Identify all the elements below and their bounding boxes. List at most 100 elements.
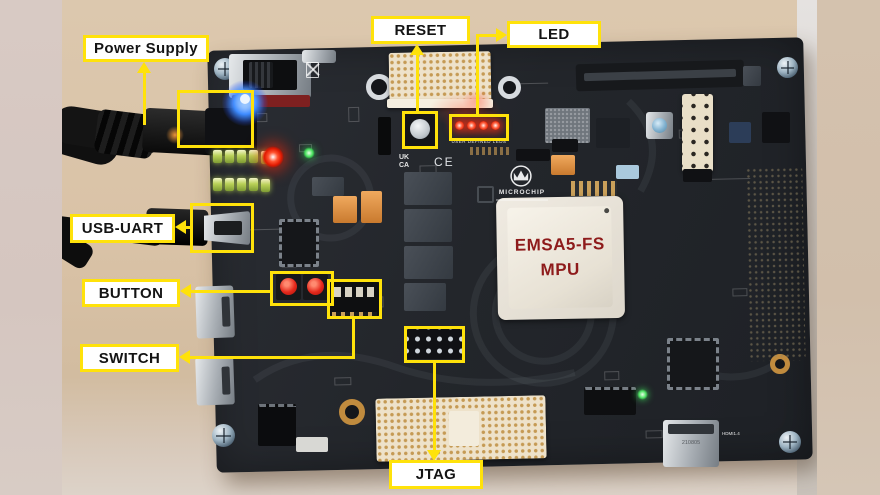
jumper-header <box>516 149 550 161</box>
mpu-chip: EMSA5-FS MPU <box>495 195 626 321</box>
ukca-top: UK <box>399 154 410 161</box>
status-led <box>237 178 246 191</box>
tantalum-capacitor <box>361 191 382 223</box>
user-defined-leds-caption: USER DEFINED LEDS <box>451 139 507 144</box>
callout-jtag: JTAG <box>389 460 483 489</box>
microchip-logo-icon <box>510 165 532 187</box>
status-led <box>225 150 234 163</box>
qfp-chip-bottom-right <box>667 338 719 390</box>
led-highlight-box <box>449 114 509 141</box>
fmc-connector <box>745 166 806 362</box>
led-arrowhead <box>496 28 507 42</box>
jtag-leader-line <box>433 363 436 453</box>
hdmi-connector-left-top <box>195 285 235 339</box>
screw-bottom-left <box>212 424 235 447</box>
hdmi-connector-left-bottom <box>195 356 235 406</box>
reset-leader-line <box>416 52 419 112</box>
device-reset-button <box>646 112 673 139</box>
dip-toggle <box>334 287 341 297</box>
reset-button-cap <box>410 119 430 139</box>
status-led <box>261 179 270 192</box>
qfn-chip <box>477 186 494 203</box>
ddr-memory-chip <box>404 246 453 279</box>
mount-hole-bottom-gold <box>339 399 365 425</box>
jtag-arrowhead <box>427 450 441 461</box>
small-chip <box>743 66 761 86</box>
jtag-highlight-box <box>404 326 465 363</box>
ddr-memory-chip <box>404 283 446 311</box>
status-led <box>213 150 222 163</box>
bga-chip-textured <box>545 108 590 143</box>
usb-uart-leader-line <box>185 226 192 229</box>
chip-bottom-left <box>258 404 296 446</box>
usb-uart-arrowhead <box>175 220 186 234</box>
reset-arrowhead <box>410 44 424 55</box>
small-chip <box>762 112 790 143</box>
microchip-logo-text: MICROCHIP <box>498 189 546 196</box>
button-leader-line <box>190 290 270 293</box>
mount-hole-top-center <box>498 76 521 99</box>
right-margin-bar <box>817 0 880 495</box>
hdmi-spec-label: HDMI1.4 <box>722 431 740 436</box>
ukca-bottom: CA <box>399 161 410 169</box>
hdmi-serial: 210805 <box>681 440 701 446</box>
switch-highlight-box <box>327 279 382 319</box>
switch-arrowhead <box>179 350 190 364</box>
callout-usb-uart: USB-UART <box>70 214 175 243</box>
status-led <box>225 178 234 191</box>
dip-toggle <box>345 287 352 297</box>
callout-power-supply: Power Supply <box>83 35 209 62</box>
qfp-chip-left <box>279 219 319 267</box>
power-supply-leader-line <box>143 70 146 125</box>
bottom-black-connector <box>584 387 636 415</box>
bottom-edge-connector <box>296 437 328 452</box>
power-switch-knob <box>249 62 273 88</box>
switch-leader-line-horizontal <box>189 356 355 359</box>
blue-component <box>616 165 639 179</box>
ce-mark: CE <box>434 155 455 169</box>
callout-switch: SWITCH <box>80 344 179 372</box>
left-margin-bar <box>0 0 62 495</box>
button-arrowhead <box>180 284 191 298</box>
mpu-chip-top: EMSA5-FS MPU <box>507 206 613 309</box>
mpu-label-line2: MPU <box>540 259 581 280</box>
tantalum-capacitor <box>333 196 357 223</box>
status-led <box>249 150 258 163</box>
top-pin-header-lip <box>387 99 493 108</box>
component-near-reset <box>378 117 391 155</box>
weee-icon <box>306 62 320 78</box>
mini-usb-slot <box>214 221 242 235</box>
status-led <box>249 178 258 191</box>
mpu-label-line1: EMSA5-FS <box>514 234 605 255</box>
ddr-memory-chip <box>404 209 452 242</box>
power-supply-arrowhead <box>137 62 151 73</box>
small-chip <box>312 177 344 196</box>
usb-uart-highlight-box <box>190 203 254 253</box>
ukca-mark: UK CA <box>399 154 409 169</box>
bottom-connector-notch <box>449 411 479 446</box>
tantalum-capacitor <box>551 155 575 175</box>
led-leader-line-horizontal <box>476 34 498 37</box>
top-edge-connector <box>302 50 336 63</box>
jumper-header <box>552 139 578 152</box>
callout-led: LED <box>507 21 601 48</box>
button-highlight-box <box>270 271 334 306</box>
callout-button: BUTTON <box>82 279 180 307</box>
switch-leader-line-vertical <box>352 319 355 359</box>
status-led <box>261 151 270 164</box>
status-led <box>237 150 246 163</box>
callout-reset: RESET <box>371 16 470 44</box>
screw-bottom-right <box>779 431 801 453</box>
screw-top-right <box>777 57 798 78</box>
dip-switch-pins <box>332 312 377 317</box>
led-leader-line-vertical <box>476 34 479 115</box>
passives-row <box>571 181 617 196</box>
mpu-pin1-dot <box>604 208 610 214</box>
inductor-blue <box>729 122 751 143</box>
power-connector-highlight-box <box>177 90 254 148</box>
status-led <box>213 178 222 191</box>
box-header-base <box>683 169 712 182</box>
jtag-header <box>406 328 462 359</box>
reset-highlight-box <box>402 111 438 149</box>
